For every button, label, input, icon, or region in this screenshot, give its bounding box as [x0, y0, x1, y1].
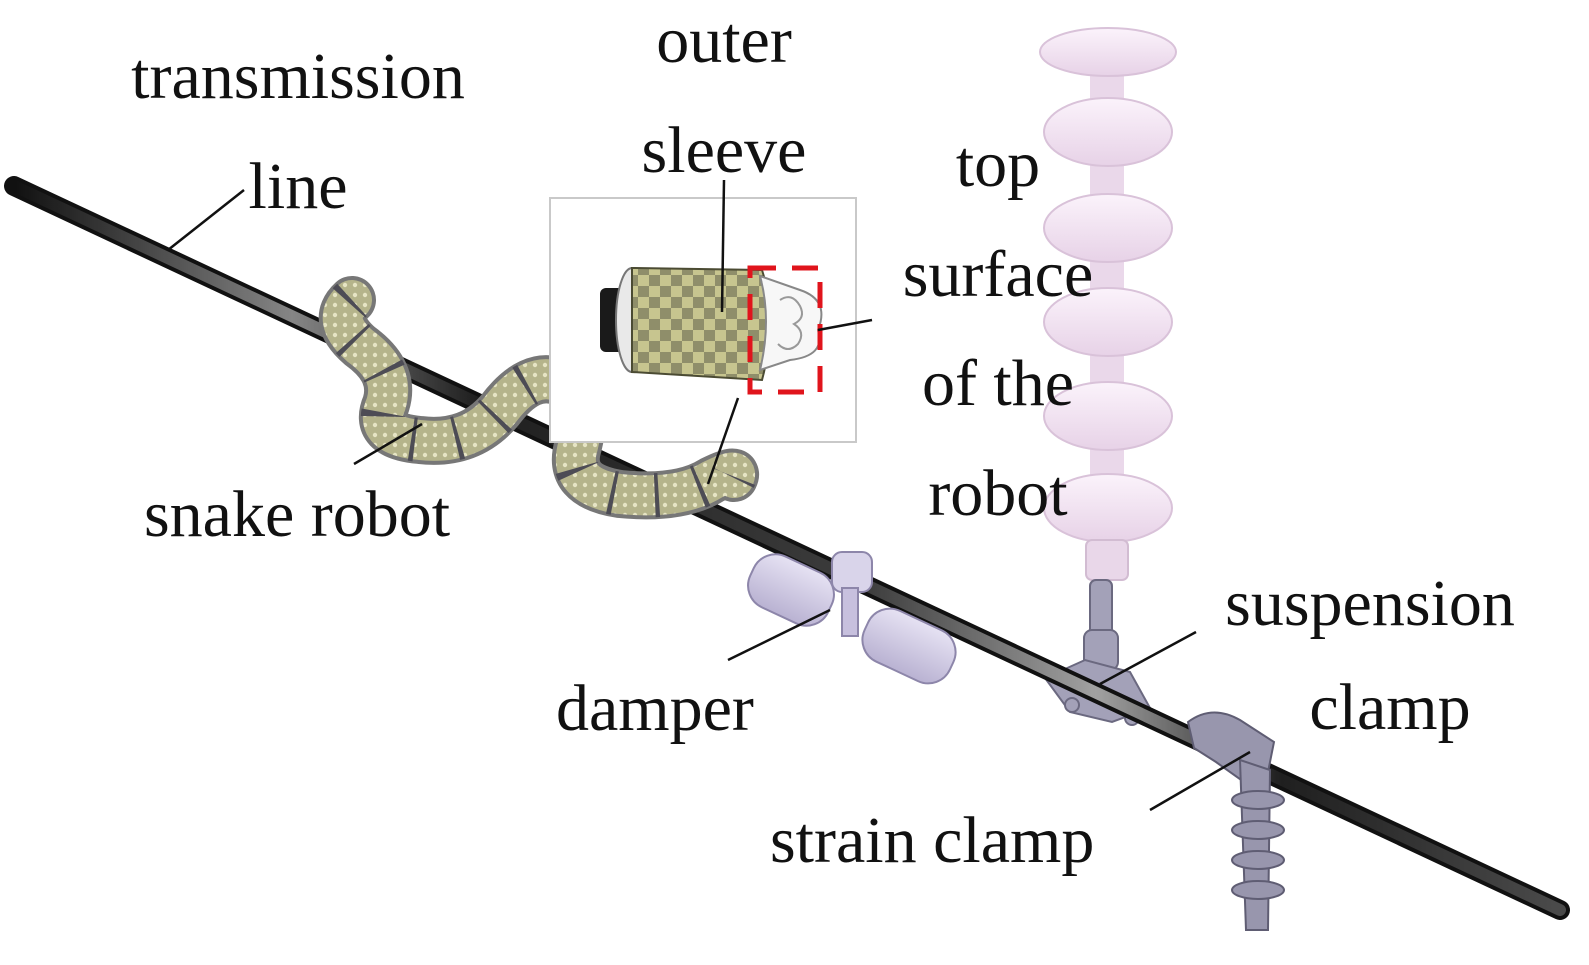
insulator-disc	[1043, 97, 1173, 167]
leader-transmission-line	[167, 189, 245, 251]
snake-robot-body	[318, 276, 759, 520]
insulator-disc	[1043, 381, 1173, 451]
insulator-disc	[1043, 193, 1173, 263]
damper-weight-right	[861, 607, 957, 685]
damper-weight-left	[747, 553, 835, 627]
label-damper: damper	[556, 672, 754, 745]
insulator-discs	[1039, 27, 1177, 543]
label-strain-clamp: strain clamp	[770, 804, 1095, 877]
leader-snake-robot	[353, 422, 423, 466]
label-line: robot	[928, 456, 1068, 530]
insulator-string	[1039, 27, 1177, 581]
label-line: sleeve	[641, 114, 807, 187]
robot-top-surface-detail	[777, 296, 803, 350]
label-line: transmission	[131, 40, 465, 113]
strain-clamp-coil	[1231, 880, 1285, 900]
strain-clamp-coil	[1231, 790, 1285, 810]
damper-device	[747, 551, 957, 685]
leader-outer-sleeve	[720, 179, 726, 313]
damper-clamp	[831, 551, 873, 593]
label-line: suspension	[1225, 567, 1515, 640]
leader-damper	[727, 608, 831, 662]
outer-sleeve-body	[631, 266, 771, 382]
snake-robot-skin	[322, 280, 755, 516]
clamp-bolt	[1064, 697, 1080, 713]
label-line: top	[955, 128, 1041, 201]
label-line: clamp	[1309, 671, 1471, 745]
leader-top-surface	[817, 318, 873, 332]
transmission-cable	[8, 180, 1566, 916]
label-top-surface: top surface of the robot	[870, 110, 1126, 548]
leader-suspension-clamp	[1099, 630, 1197, 686]
label-suspension-clamp: suspension clamp	[1180, 552, 1560, 761]
damper-stem	[841, 587, 859, 637]
label-snake-robot: snake robot	[144, 478, 451, 551]
leader-strain-clamp	[1149, 750, 1251, 812]
inset-detail	[549, 197, 857, 443]
leader-lines	[167, 179, 1251, 812]
leader-sleeve-to-robot	[706, 397, 740, 485]
label-line: surface	[902, 237, 1094, 311]
label-transmission-line: transmission line	[78, 44, 518, 220]
strain-clamp-arm	[1238, 758, 1272, 931]
strain-clamp-hardware	[1186, 711, 1285, 931]
insulator-disc	[1039, 27, 1177, 77]
label-line: outer	[656, 4, 792, 77]
label-line: line	[248, 150, 348, 223]
label-outer-sleeve: outer sleeve	[604, 8, 844, 184]
strain-clamp-coil	[1231, 820, 1285, 840]
strain-clamp-coil	[1231, 850, 1285, 870]
insulator-disc	[1043, 287, 1173, 357]
label-line: of the	[921, 347, 1075, 421]
